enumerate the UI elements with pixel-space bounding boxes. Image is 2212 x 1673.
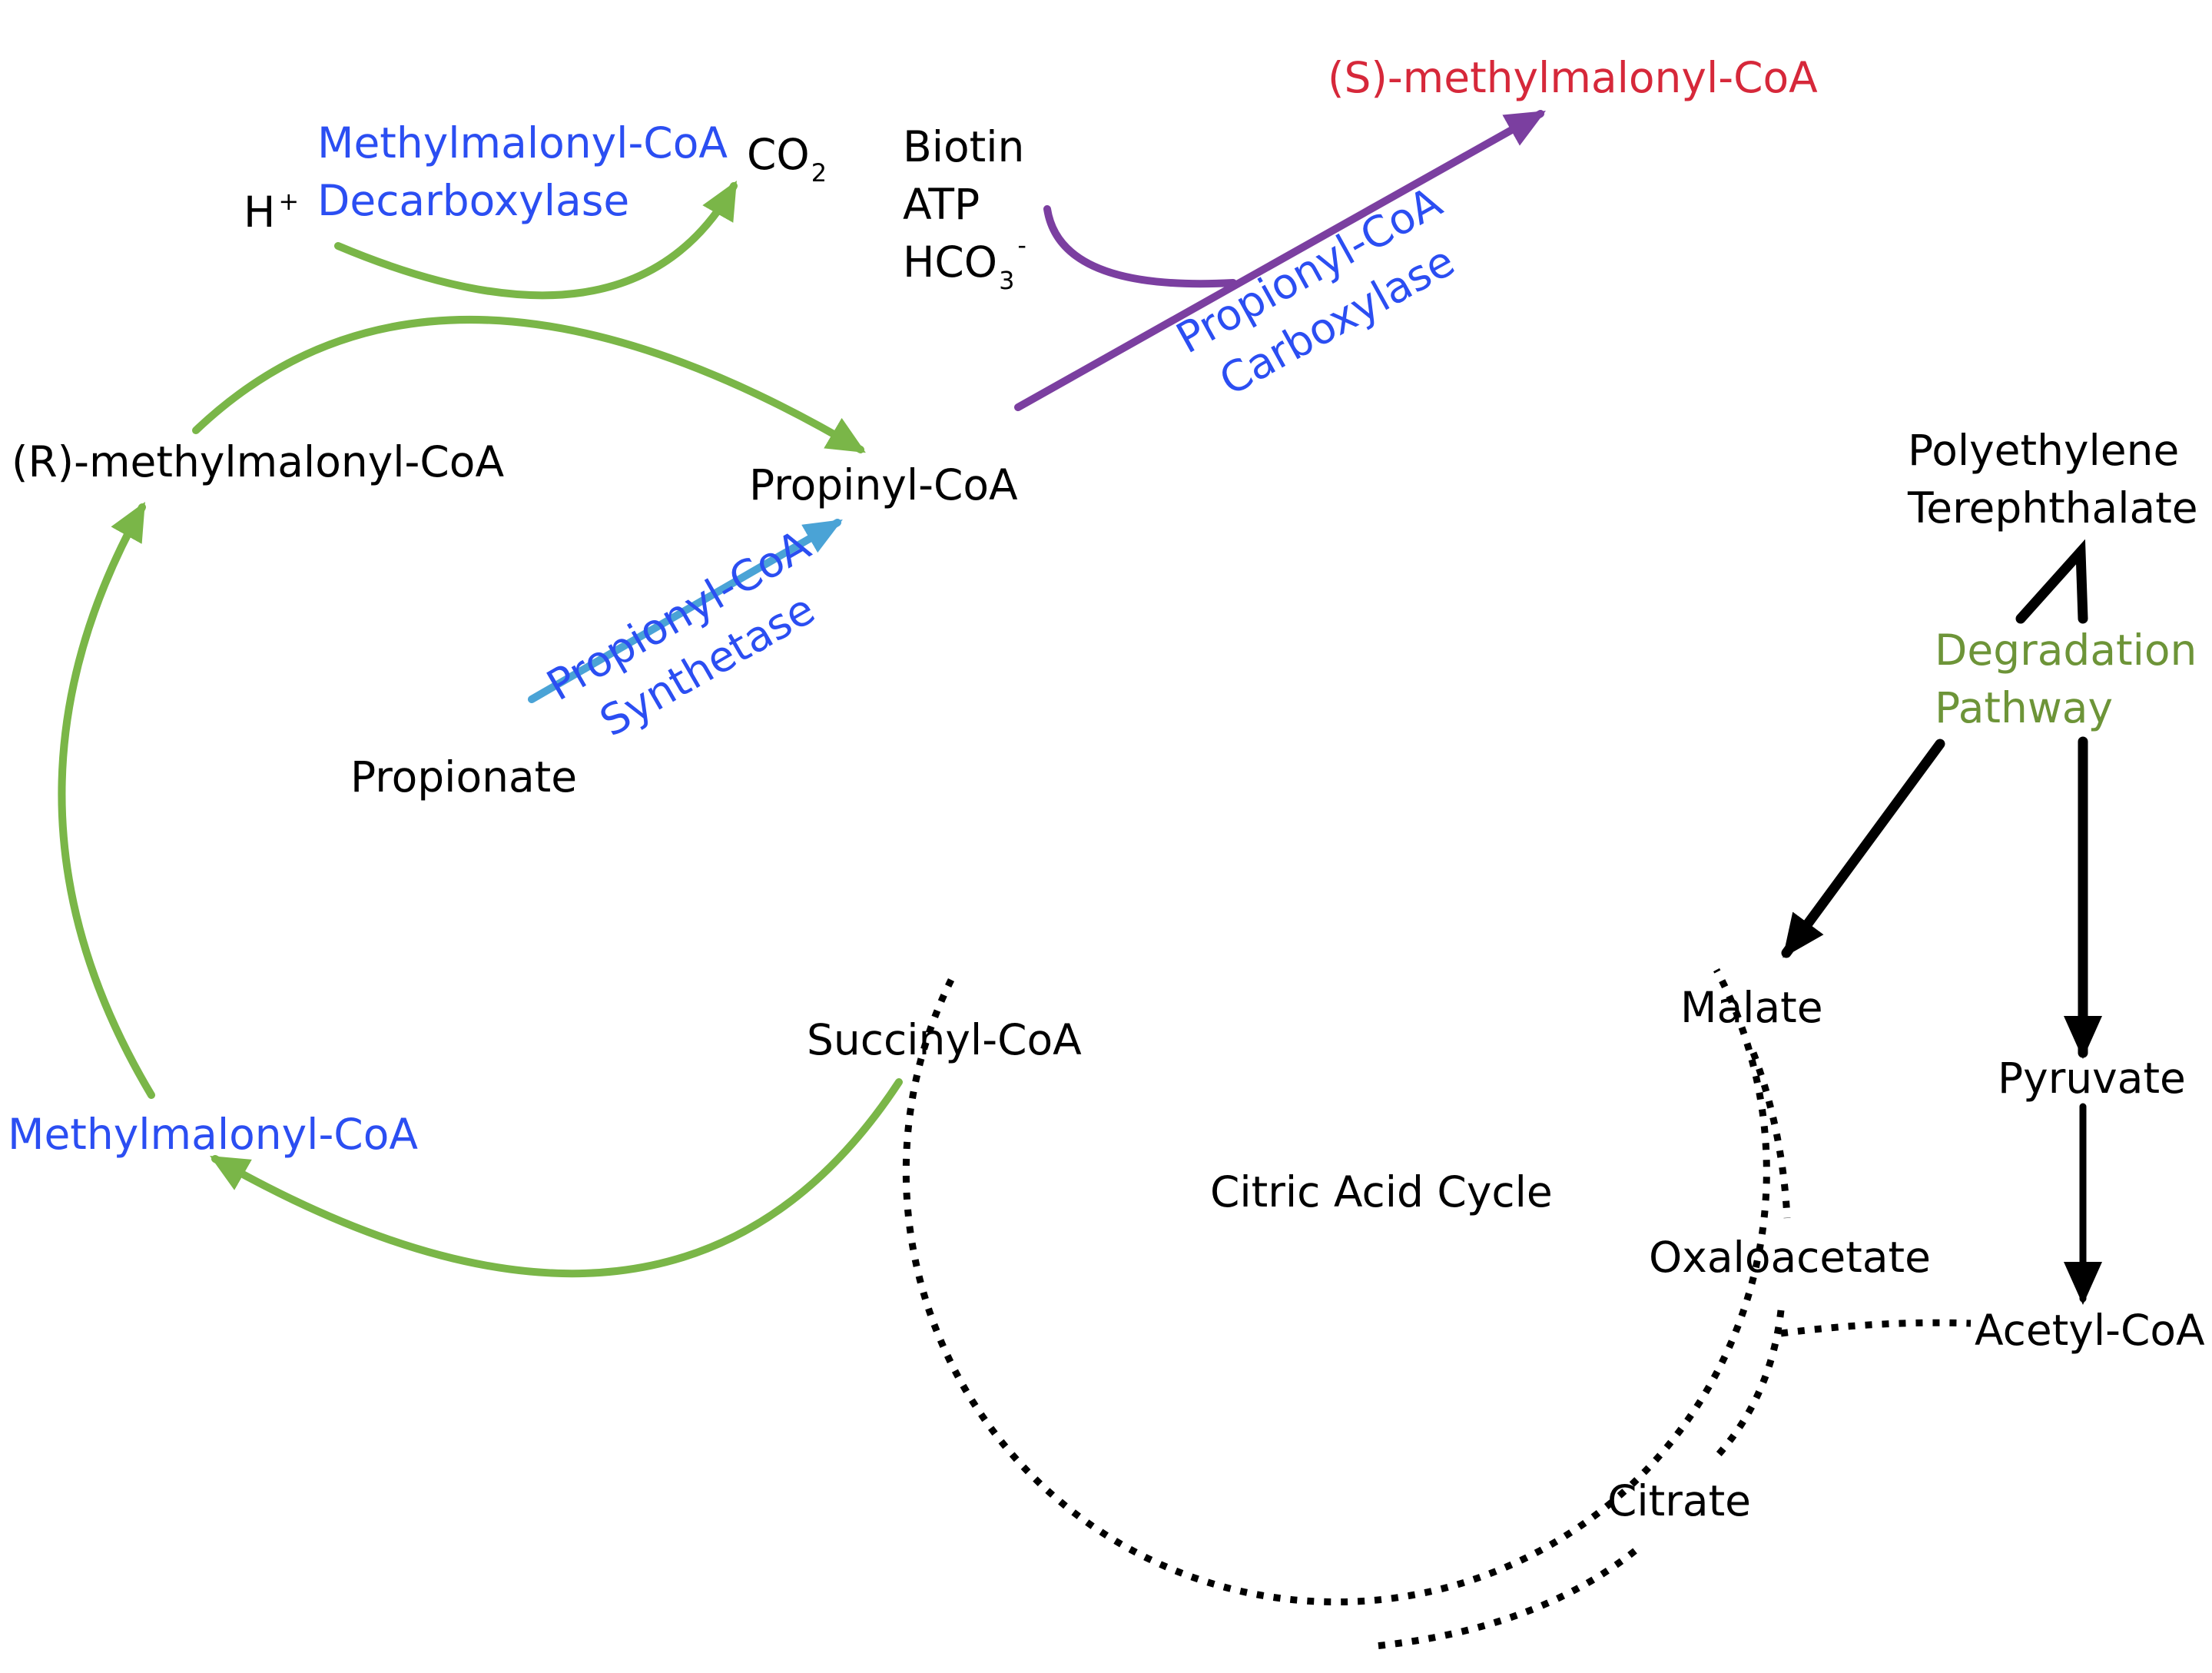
propionate-label: Propionate xyxy=(350,752,577,802)
citric-acid-cycle-circle xyxy=(902,968,1972,1650)
succinyl-coa-label: Succinyl-CoA xyxy=(807,1015,1082,1064)
hco3-label: HCO3- xyxy=(903,231,1026,295)
pet-label-line2: Terephthalate xyxy=(1907,483,2198,533)
acetyl-coa-label: Acetyl-CoA xyxy=(1975,1306,2205,1355)
carboxylase-label: Propionyl-CoA Carboxylase xyxy=(1169,177,1463,405)
pet-label-line1: Polyethylene xyxy=(1908,426,2179,475)
decarboxylase-label-line2: Decarboxylase xyxy=(317,176,629,225)
r-methylmalonyl-coa-label: (R)-methylmalonyl-CoA xyxy=(12,437,504,486)
methylmalonyl-coa-label: Methylmalonyl-CoA xyxy=(8,1110,418,1159)
biotin-label: Biotin xyxy=(903,122,1024,171)
synthetase-label: Propionyl-CoA Synthetase xyxy=(539,520,823,746)
cofactor-curve xyxy=(1043,205,1237,288)
atp-label: ATP xyxy=(903,180,980,229)
degradation-arrows xyxy=(1781,539,2102,1305)
acetyl-coa-dotted-link xyxy=(1780,1319,1972,1337)
pyruvate-label: Pyruvate xyxy=(1998,1054,2186,1103)
citric-acid-cycle-label: Citric Acid Cycle xyxy=(1210,1167,1553,1217)
citrate-label: Citrate xyxy=(1607,1476,1751,1525)
degradation-label-line1: Degradation xyxy=(1935,626,2197,675)
carboxylase-arrow xyxy=(1014,110,1546,411)
propinyl-coa-label: Propinyl-CoA xyxy=(749,460,1018,510)
decarboxylase-label-line1: Methylmalonyl-CoA xyxy=(317,118,728,168)
synthetase-arrow xyxy=(528,519,843,703)
degradation-label-line2: Pathway xyxy=(1935,683,2113,732)
oxaloacetate-label: Oxaloacetate xyxy=(1649,1233,1931,1282)
h-plus-label: H+ xyxy=(244,187,299,237)
s-methylmalonyl-coa-label: (S)-methylmalonyl-CoA xyxy=(1328,53,1818,102)
malate-label: Malate xyxy=(1680,983,1823,1032)
methylmalonyl-cycle-arrows xyxy=(58,181,903,1278)
co2-label: CO2 xyxy=(747,130,827,188)
